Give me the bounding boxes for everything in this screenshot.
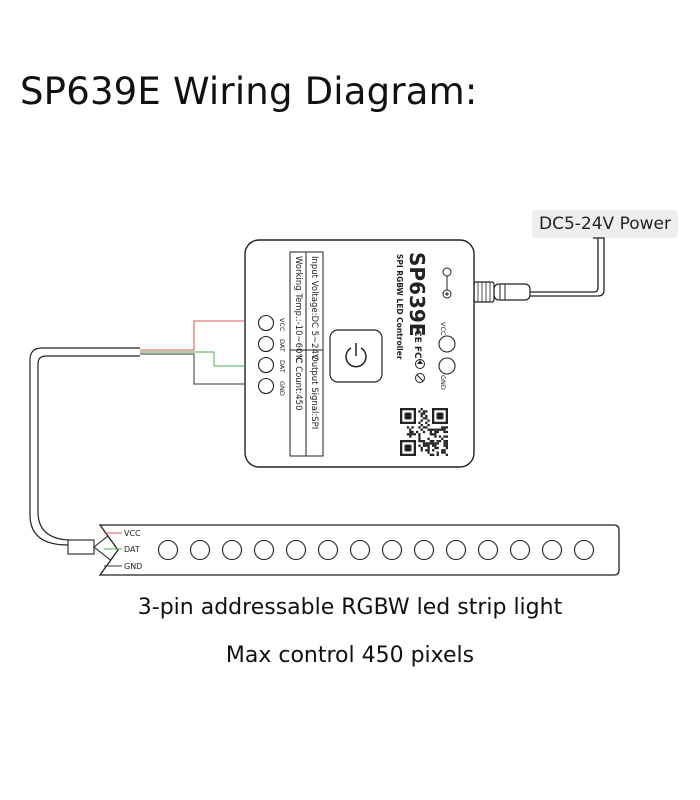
led-pixel <box>221 539 243 561</box>
certification-marks: CE FC <box>412 330 422 359</box>
led-pixel <box>381 539 403 561</box>
power-cable <box>530 237 605 297</box>
led-pixel <box>477 539 499 561</box>
power-terminals <box>438 335 456 375</box>
qr-code-icon <box>400 408 448 456</box>
controller-model: SP639E <box>405 252 429 336</box>
led-pixel <box>157 539 179 561</box>
diagram-title: SP639E Wiring Diagram: <box>20 70 478 113</box>
wire-bundle <box>29 320 245 546</box>
gnd-wire <box>140 353 245 385</box>
led-pixel <box>413 539 435 561</box>
led-pixel <box>253 539 275 561</box>
spec-working-temp: Working Temp.:-10~60℃ <box>293 256 303 363</box>
led-pixel <box>509 539 531 561</box>
controller-subtitle: SPI RGBW LED Controller <box>395 254 404 360</box>
power-button <box>329 329 383 383</box>
caption-max-pixels: Max control 450 pixels <box>225 643 475 668</box>
led-row <box>157 539 595 561</box>
strip-pin-dat: DAT <box>124 545 140 554</box>
dc-jack-icon <box>473 281 531 303</box>
terminal-label-gnd: GND <box>278 381 286 396</box>
strip-pin-gnd: GND <box>124 562 142 571</box>
cable-sheath <box>29 347 140 546</box>
spec-ic-count: IC Count:450 <box>293 355 303 410</box>
power-cable-inner <box>530 237 599 293</box>
dat-wire <box>140 351 245 367</box>
power-terminal-label-gnd: GND <box>439 375 447 390</box>
led-pixel <box>285 539 307 561</box>
led-pixel <box>189 539 211 561</box>
power-terminal-label-vcc: VCC <box>439 322 447 336</box>
waste-bin-icon <box>415 373 425 383</box>
spec-input-voltage: Input Voltage:DC 5~24V <box>309 256 319 360</box>
power-icon <box>345 343 367 368</box>
power-supply-label: DC5-24V Power <box>532 210 678 238</box>
led-pixel <box>541 539 563 561</box>
terminal-label-dat-1: DAT <box>278 339 286 352</box>
strip-connector <box>67 526 119 568</box>
led-pixel <box>573 539 595 561</box>
output-terminals <box>257 314 275 395</box>
vcc-wire <box>140 320 245 351</box>
cable-sheath-inner <box>37 355 140 541</box>
strip-pin-vcc: VCC <box>124 529 141 538</box>
led-pixel <box>445 539 467 561</box>
led-pixel <box>349 539 371 561</box>
dc-polarity-icon <box>442 267 452 299</box>
terminal-label-dat-2: DAT <box>278 360 286 373</box>
caption-strip-type: 3-pin addressable RGBW led strip light <box>137 595 563 620</box>
spec-output-signal: Output Signal:SPI <box>309 355 319 429</box>
led-pixel <box>317 539 339 561</box>
recycle-icon <box>415 359 425 369</box>
terminal-label-vcc: VCC <box>278 318 286 332</box>
